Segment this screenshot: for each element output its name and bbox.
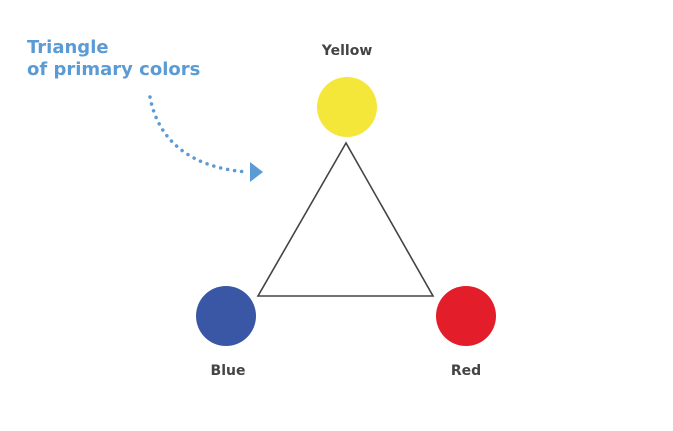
red-label: Red [450, 363, 482, 379]
diagram-caption: Triangle of primary colors [27, 37, 200, 81]
caption-line-2: of primary colors [27, 59, 201, 80]
caption-line-1: Triangle [27, 37, 109, 58]
arrow-head-icon [250, 162, 263, 182]
red-circle [436, 286, 496, 346]
blue-circle [196, 286, 256, 346]
yellow-circle [317, 77, 377, 137]
dotted-arrow-path [148, 95, 250, 174]
blue-label: Blue [210, 363, 246, 379]
triangle-outline [256, 141, 435, 297]
yellow-label: Yellow [321, 43, 373, 59]
